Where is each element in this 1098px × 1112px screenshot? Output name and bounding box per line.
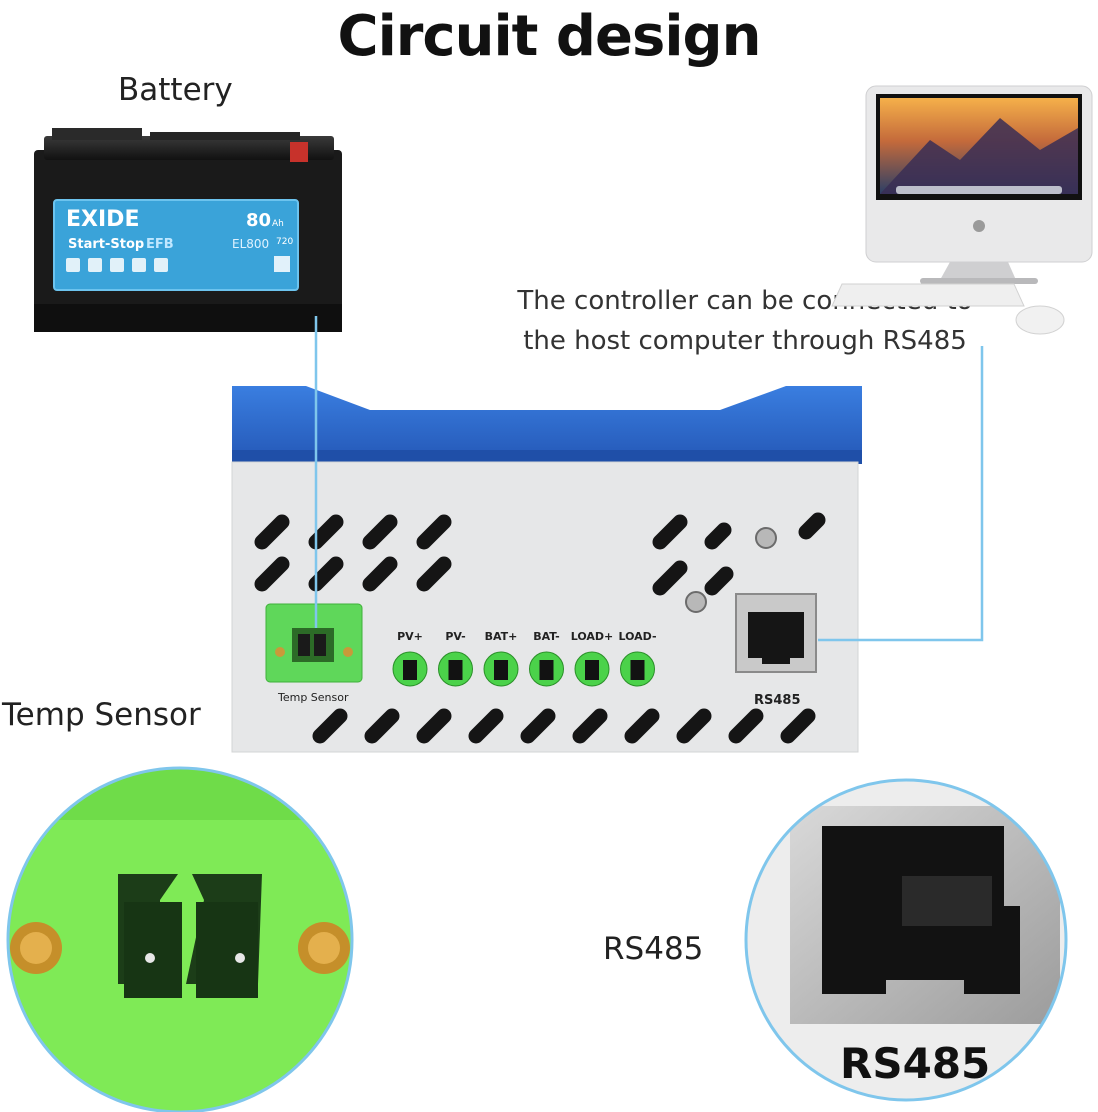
rs485-zoom: RS485 bbox=[744, 778, 1068, 1102]
terminal-label: BAT+ bbox=[485, 630, 518, 643]
controller-image: Temp Sensor PV+ PV- BAT+ BAT- LOAD+ LOAD- RS4… bbox=[231, 386, 862, 753]
positive-terminal-cap bbox=[290, 142, 308, 162]
battery-model-code: EL800 bbox=[232, 237, 269, 251]
controller-caption: The controller can be connected to the h… bbox=[470, 281, 1020, 361]
terminal-opening bbox=[585, 660, 599, 680]
computer-image bbox=[831, 85, 1093, 335]
terminal-opening bbox=[539, 660, 554, 680]
screw-icon bbox=[755, 527, 777, 549]
temp-sensor-label: Temp Sensor bbox=[2, 697, 201, 733]
battery-brand: EXIDE bbox=[66, 207, 139, 232]
terminal-opening bbox=[403, 660, 417, 680]
terminal-label: LOAD- bbox=[618, 630, 656, 643]
controller-blue-lid bbox=[232, 386, 862, 460]
controller-temp-sensor-label: Temp Sensor bbox=[277, 691, 349, 704]
terminal-opening bbox=[630, 660, 645, 680]
apple-logo-icon bbox=[973, 220, 985, 232]
battery-cca: 720 bbox=[276, 237, 293, 247]
terminal-label: PV- bbox=[445, 630, 465, 643]
battery-model-line: Start-Stop bbox=[68, 237, 144, 252]
battery-capacity: 80 bbox=[246, 210, 271, 231]
terminal-strip: PV+ PV- BAT+ BAT- LOAD+ LOAD- bbox=[392, 630, 657, 687]
connection-wires bbox=[314, 316, 984, 642]
terminal-label: LOAD+ bbox=[571, 630, 614, 643]
battery-image: EXIDE 80 Ah Start-Stop EFB EL800 720 bbox=[34, 128, 342, 332]
controller-rs485-label: RS485 bbox=[754, 693, 801, 708]
temp-sensor-zoom bbox=[6, 766, 354, 1112]
rs485-label: RS485 bbox=[603, 931, 704, 967]
rs485-to-computer-wire bbox=[818, 346, 984, 642]
terminal-label: BAT- bbox=[533, 630, 560, 643]
terminal-opening bbox=[494, 660, 508, 680]
controller-caption-line2: the host computer through RS485 bbox=[523, 326, 967, 356]
battery-model-suffix: EFB bbox=[146, 237, 174, 252]
page-title: Circuit design bbox=[337, 4, 762, 69]
terminal-label: PV+ bbox=[397, 630, 423, 643]
terminal-opening bbox=[448, 660, 463, 680]
battery-label: Battery bbox=[118, 72, 233, 108]
battery-capacity-unit: Ah bbox=[272, 219, 284, 229]
zoom-rs485-label: RS485 bbox=[840, 1039, 990, 1088]
screw-icon bbox=[685, 591, 707, 613]
